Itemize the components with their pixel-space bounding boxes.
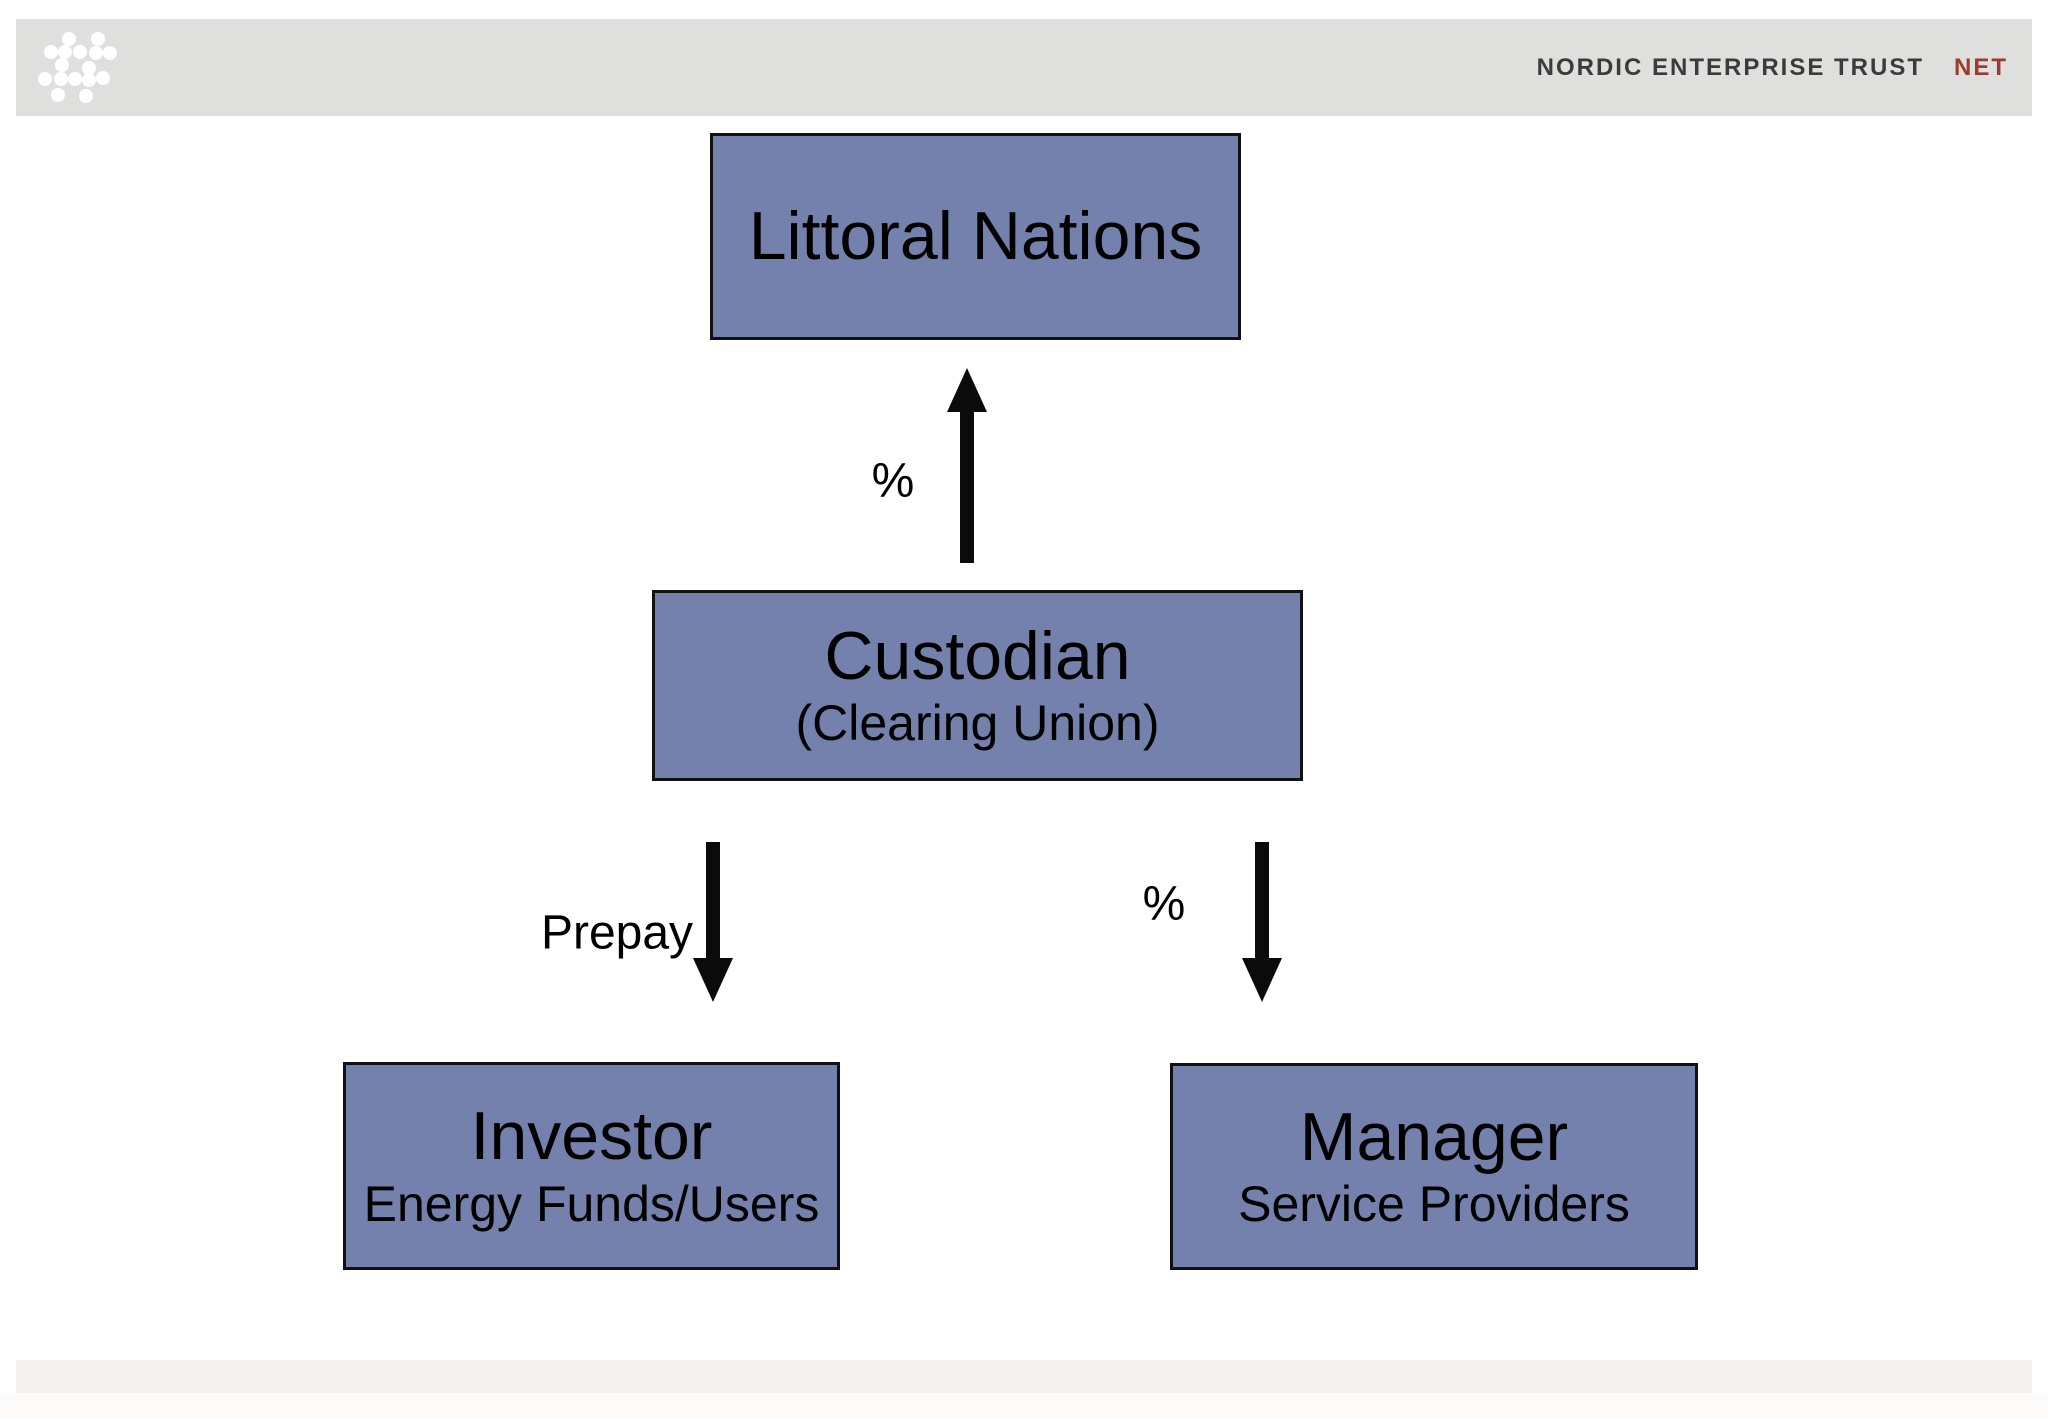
node-subtitle: Energy Funds/Users bbox=[363, 1175, 820, 1232]
node-subtitle: (Clearing Union) bbox=[795, 695, 1160, 752]
site-header: NORDIC ENTERPRISE TRUST NET bbox=[16, 19, 2032, 116]
node-subtitle: Service Providers bbox=[1238, 1176, 1630, 1233]
below-footer-area bbox=[0, 1393, 2048, 1418]
arrow-up-icon bbox=[930, 368, 1004, 568]
brand-abbrev[interactable]: NET bbox=[1954, 53, 2008, 81]
node-investor: Investor Energy Funds/Users bbox=[343, 1062, 840, 1270]
node-title: Littoral Nations bbox=[748, 198, 1203, 275]
footer-strip bbox=[16, 1360, 2032, 1393]
brand-name[interactable]: NORDIC ENTERPRISE TRUST bbox=[1536, 53, 1924, 81]
node-title: Investor bbox=[470, 1098, 713, 1175]
edge-label-percent-up: % bbox=[871, 454, 915, 508]
node-custodian: Custodian (Clearing Union) bbox=[652, 590, 1303, 781]
node-title: Custodian bbox=[824, 617, 1131, 694]
edge-label-percent-right: % bbox=[1142, 877, 1186, 931]
arrow-down-icon bbox=[676, 842, 750, 1007]
edge-label-prepay: Prepay bbox=[540, 906, 694, 960]
net-dots-logo-icon[interactable] bbox=[28, 29, 138, 109]
node-title: Manager bbox=[1299, 1098, 1569, 1175]
node-littoral-nations: Littoral Nations bbox=[710, 133, 1241, 340]
node-manager: Manager Service Providers bbox=[1170, 1063, 1698, 1270]
arrow-down-icon bbox=[1225, 842, 1299, 1007]
